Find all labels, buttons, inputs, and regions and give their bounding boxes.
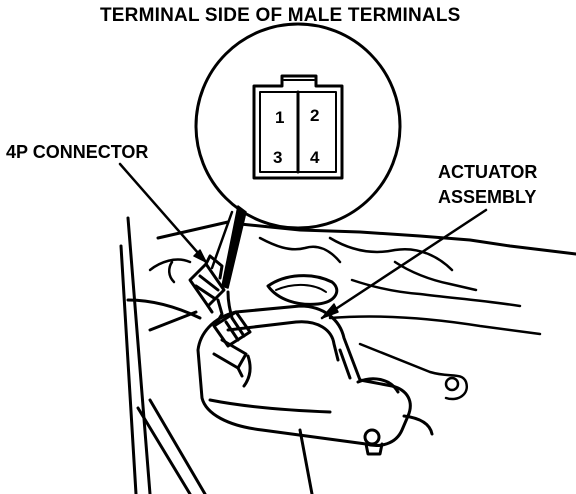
connector-leader-arrowhead bbox=[193, 249, 207, 263]
diagram-title: TERMINAL SIDE OF MALE TERMINALS bbox=[100, 5, 461, 26]
terminal-face bbox=[252, 74, 344, 180]
zoom-pointer-wedge bbox=[221, 205, 247, 289]
harness-connector bbox=[188, 254, 234, 326]
body-structure bbox=[119, 216, 576, 494]
actuator-leader-arrowhead bbox=[321, 303, 339, 319]
actuator-label-line2: ASSEMBLY bbox=[438, 187, 537, 207]
actuator-assembly bbox=[196, 304, 434, 456]
actuator-label-line1: ACTUATOR bbox=[438, 162, 538, 182]
terminal-2-label: 2 bbox=[310, 106, 320, 125]
connector-label: 4P CONNECTOR bbox=[6, 142, 149, 162]
terminal-4-label: 4 bbox=[310, 148, 320, 167]
prop-rod bbox=[136, 398, 314, 494]
terminal-1-label: 1 bbox=[275, 108, 285, 127]
terminal-3-label: 3 bbox=[273, 148, 283, 167]
zoom-circle bbox=[194, 22, 402, 230]
leader-lines bbox=[118, 162, 488, 320]
actuator-plug bbox=[212, 310, 252, 378]
